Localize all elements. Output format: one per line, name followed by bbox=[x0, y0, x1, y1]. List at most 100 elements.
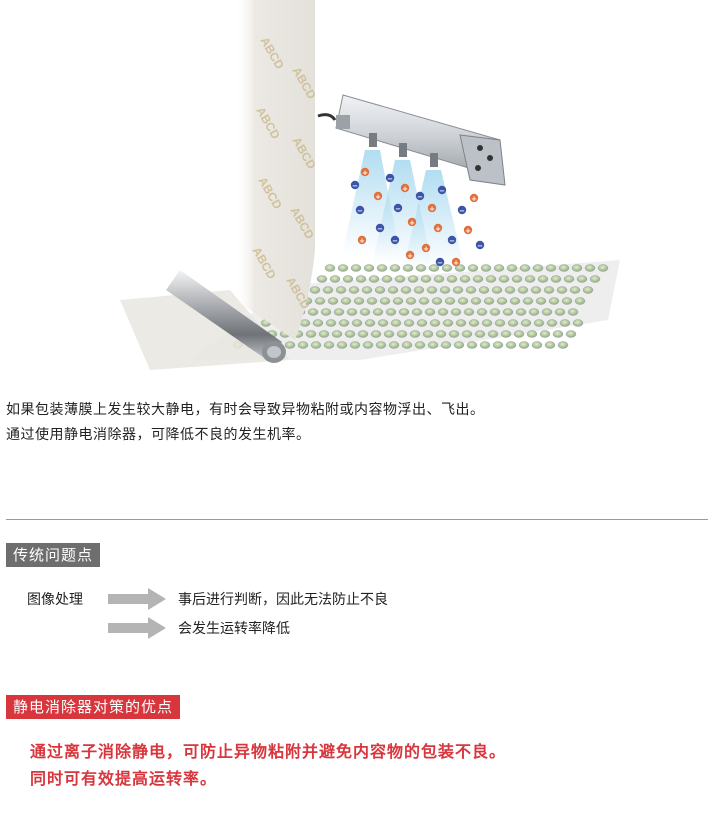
packaging-bump bbox=[522, 297, 534, 305]
svg-text:−: − bbox=[437, 259, 443, 267]
packaging-bump bbox=[515, 308, 527, 316]
packaging-bump bbox=[597, 264, 609, 272]
svg-text:+: + bbox=[402, 185, 408, 193]
packaging-bump bbox=[375, 341, 387, 349]
packaging-bump bbox=[487, 330, 499, 338]
packaging-bump bbox=[561, 297, 573, 305]
svg-text:+: + bbox=[407, 252, 413, 260]
svg-text:+: + bbox=[423, 245, 429, 253]
packaging-bump bbox=[350, 264, 362, 272]
packaging-bump bbox=[448, 330, 460, 338]
packaging-bump bbox=[383, 330, 395, 338]
packaging-bump bbox=[429, 319, 441, 327]
packaging-bump bbox=[485, 275, 497, 283]
packaging-bump bbox=[480, 264, 492, 272]
positive-ion-icon: + bbox=[433, 223, 443, 233]
packaging-bump bbox=[518, 341, 530, 349]
packaging-bump bbox=[346, 308, 358, 316]
intro-line-1: 如果包装薄膜上发生较大静电，有时会导致异物粘附或内容物浮出、飞出。 bbox=[6, 402, 485, 418]
packaging-bump bbox=[535, 297, 547, 305]
packaging-bump bbox=[420, 275, 432, 283]
packaging-bump bbox=[491, 286, 503, 294]
svg-text:+: + bbox=[453, 259, 459, 267]
svg-text:+: + bbox=[409, 219, 415, 227]
negative-ion-icon: − bbox=[390, 235, 400, 245]
packaging-bump bbox=[424, 308, 436, 316]
svg-text:−: − bbox=[377, 225, 383, 233]
packaging-bump bbox=[389, 264, 401, 272]
packaging-bump bbox=[314, 297, 326, 305]
packaging-bump bbox=[453, 341, 465, 349]
negative-ion-icon: − bbox=[475, 240, 485, 250]
negative-ion-icon: − bbox=[457, 205, 467, 215]
packaging-bump bbox=[422, 330, 434, 338]
intro-line-2: 通过使用静电消除器，可降低不良的发生机率。 bbox=[6, 427, 311, 443]
packaging-bump bbox=[558, 264, 570, 272]
packaging-bump bbox=[517, 286, 529, 294]
negative-ion-icon: − bbox=[435, 257, 445, 267]
packaging-bump bbox=[507, 319, 519, 327]
advantages-heading: 静电消除器对策的优点 bbox=[6, 695, 181, 719]
packaging-bump bbox=[318, 330, 330, 338]
negative-ion-icon: − bbox=[350, 180, 360, 190]
section-divider bbox=[6, 519, 708, 520]
svg-text:+: + bbox=[465, 227, 471, 235]
negative-ion-icon: − bbox=[385, 173, 395, 183]
svg-text:−: − bbox=[395, 205, 401, 213]
packaging-bump bbox=[576, 275, 588, 283]
packaging-bump bbox=[320, 308, 332, 316]
packaging-bump bbox=[466, 341, 478, 349]
packaging-bump bbox=[409, 330, 421, 338]
packaging-bump bbox=[500, 330, 512, 338]
problems-heading: 传统问题点 bbox=[6, 543, 101, 567]
packaging-bump bbox=[387, 286, 399, 294]
packaging-bump bbox=[390, 319, 402, 327]
packaging-bump bbox=[433, 275, 445, 283]
packaging-bump bbox=[372, 308, 384, 316]
packaging-bump bbox=[550, 275, 562, 283]
packaging-bump bbox=[548, 297, 560, 305]
packaging-bump bbox=[552, 330, 564, 338]
svg-text:−: − bbox=[449, 237, 455, 245]
packaging-bump bbox=[359, 308, 371, 316]
negative-ion-icon: − bbox=[415, 191, 425, 201]
arrow-right-icon bbox=[108, 588, 166, 610]
svg-text:+: + bbox=[359, 237, 365, 245]
packaging-bump bbox=[509, 297, 521, 305]
problem-text: 事后进行判断，因此无法防止不良 bbox=[178, 592, 388, 608]
packaging-bump bbox=[400, 286, 412, 294]
packaging-bump bbox=[366, 297, 378, 305]
packaging-bump bbox=[533, 319, 545, 327]
packaging-bump bbox=[563, 275, 575, 283]
positive-ion-icon: + bbox=[407, 217, 417, 227]
packaging-bump bbox=[394, 275, 406, 283]
packaging-bump bbox=[442, 319, 454, 327]
packaging-bump bbox=[427, 341, 439, 349]
packaging-bump bbox=[340, 297, 352, 305]
packaging-bump bbox=[544, 341, 556, 349]
packaging-bump bbox=[530, 286, 542, 294]
packaging-bump bbox=[376, 264, 388, 272]
packaging-bump bbox=[305, 330, 317, 338]
problem-text: 会发生运转率降低 bbox=[178, 621, 290, 637]
positive-ion-icon: + bbox=[405, 250, 415, 260]
packaging-bump bbox=[401, 341, 413, 349]
packaging-bump bbox=[524, 275, 536, 283]
packaging-bump bbox=[331, 330, 343, 338]
packaging-bump bbox=[348, 286, 360, 294]
packaging-bump bbox=[582, 286, 594, 294]
packaging-bump bbox=[353, 297, 365, 305]
packaging-bump bbox=[493, 264, 505, 272]
packaging-bump bbox=[450, 308, 462, 316]
packaging-bump bbox=[541, 308, 553, 316]
roller-icon bbox=[166, 270, 286, 363]
packaging-bump bbox=[459, 275, 471, 283]
packaging-bump bbox=[557, 341, 569, 349]
packaging-bump bbox=[355, 275, 367, 283]
film-strip-lower bbox=[120, 290, 290, 370]
packaging-bump bbox=[437, 308, 449, 316]
packaging-bump bbox=[327, 297, 339, 305]
svg-text:+: + bbox=[435, 225, 441, 233]
positive-ion-icon: + bbox=[463, 225, 473, 235]
packaging-bump bbox=[505, 341, 517, 349]
